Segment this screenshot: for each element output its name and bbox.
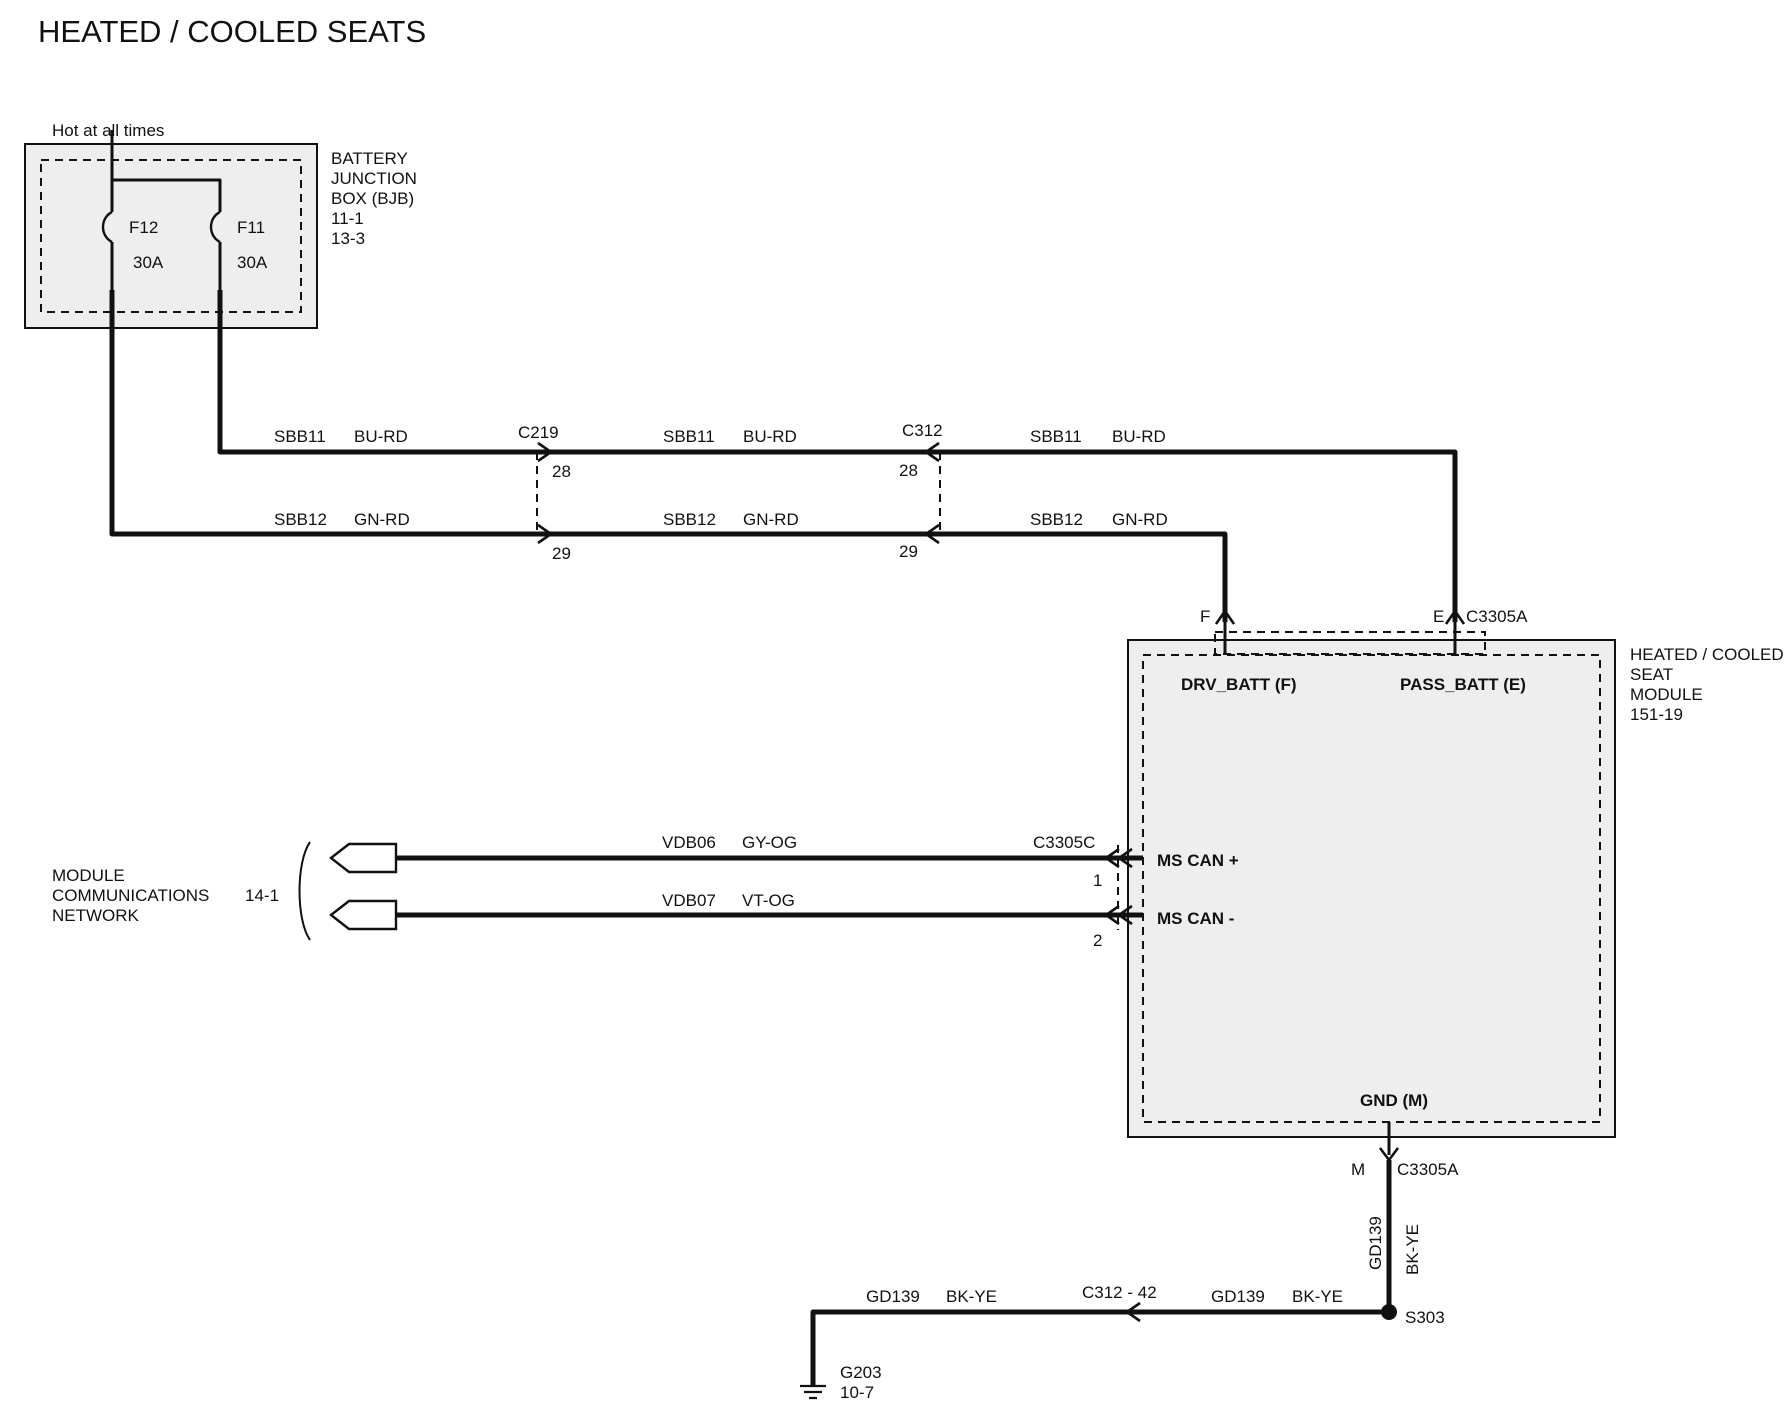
network-name-line-3: NETWORK [52, 906, 140, 925]
sbb12-color-3: GN-RD [1112, 510, 1168, 529]
module-name-line-1: HEATED / COOLED [1630, 645, 1784, 664]
can-bus-wires: VDB06 GY-OG VDB07 VT-OG C3305C 1 2 MODUL… [52, 833, 1143, 950]
seat-module: HEATED / COOLED SEAT MODULE 151-19 F E C… [1127, 607, 1784, 1138]
pass-batt-pin: PASS_BATT (E) [1400, 675, 1526, 694]
page-title: HEATED / COOLED SEATS [38, 14, 426, 49]
c3305a-top-label: C3305A [1466, 607, 1528, 626]
sbb11-label-2: SBB11 [663, 427, 715, 446]
splice-s303-dot [1381, 1304, 1397, 1320]
module-ref: 151-19 [1630, 705, 1683, 724]
pin-f-label: F [1200, 607, 1210, 626]
gd139-wire [810, 1160, 1392, 1386]
c3305c-pin-2: 2 [1093, 931, 1102, 950]
module-name-line-2: SEAT [1630, 665, 1673, 684]
bjb-name-line-1: BATTERY [331, 149, 408, 168]
pin-e-arrow [1444, 608, 1466, 625]
pin-f-arrow [1214, 608, 1236, 625]
network-name-line-2: COMMUNICATIONS [52, 886, 209, 905]
gd139-label-left: GD139 [866, 1287, 920, 1306]
bjb-bus [110, 130, 222, 212]
fuse-f11-rating: 30A [237, 253, 268, 272]
bjb-name-line-2: JUNCTION [331, 169, 417, 188]
c3305c-pin2-arrow [1103, 904, 1133, 926]
sbb11-label-1: SBB11 [274, 427, 326, 446]
c3305c-pin1-arrow [1103, 847, 1133, 869]
c219-pin28-arrow [537, 441, 554, 463]
vdb06-color: GY-OG [742, 833, 797, 852]
c312-pin29-arrow [923, 523, 940, 545]
ms-can-plus-pin: MS CAN + [1157, 851, 1239, 870]
fuse-leads [110, 242, 222, 290]
c312-pin-29: 29 [899, 542, 918, 561]
c3305c-pin-1: 1 [1093, 871, 1102, 890]
sbb11-label-3: SBB11 [1030, 427, 1082, 446]
gnd-pin: GND (M) [1360, 1091, 1428, 1110]
bjb-name-line-3: BOX (BJB) [331, 189, 414, 208]
c3305a-top-connector-outline [1214, 631, 1486, 655]
drv-batt-pin: DRV_BATT (F) [1181, 675, 1297, 694]
gd139-vertical-color: BK-YE [1403, 1224, 1422, 1275]
bjb-ref-line-2: 13-3 [331, 229, 365, 248]
sbb11-color-2: BU-RD [743, 427, 797, 446]
c312-pin-28: 28 [899, 461, 918, 480]
c312-42-arrow [1124, 1301, 1141, 1323]
fuse-f11-icon [209, 210, 221, 244]
network-name-line-1: MODULE [52, 866, 125, 885]
c312-label: C312 [902, 421, 943, 440]
ground-icon [800, 1384, 826, 1400]
pin-e-label: E [1433, 607, 1444, 626]
gd139-color-right: BK-YE [1292, 1287, 1343, 1306]
vdb07-color: VT-OG [742, 891, 795, 910]
module-name-line-3: MODULE [1630, 685, 1703, 704]
c3305c-label: C3305C [1033, 833, 1095, 852]
bjb-outline [24, 143, 318, 329]
c312-42-label: C312 - 42 [1082, 1283, 1157, 1302]
module-outline [1127, 639, 1616, 1138]
gd139-color-left: BK-YE [946, 1287, 997, 1306]
network-ref: 14-1 [245, 886, 279, 905]
pin-m-label: M [1351, 1160, 1365, 1179]
sbb11-color-1: BU-RD [354, 427, 408, 446]
gd139-vertical-label: GD139 [1366, 1216, 1385, 1270]
splice-s303-label: S303 [1405, 1308, 1445, 1327]
vdb07-label: VDB07 [662, 891, 716, 910]
battery-junction-box: Hot at all times BATTERY JUNCTION BOX (B… [24, 121, 417, 329]
fuse-f12-rating: 30A [133, 253, 164, 272]
sbb12-color-2: GN-RD [743, 510, 799, 529]
bjb-ref-line-1: 11-1 [331, 209, 364, 228]
c219-pin29-arrow [537, 523, 554, 545]
sbb12-color-1: GN-RD [354, 510, 410, 529]
sbb12-wire [109, 290, 1228, 622]
c3305a-bottom-label: C3305A [1397, 1160, 1459, 1179]
module-inner-dashed [1142, 654, 1601, 1123]
c312-pin28-arrow [923, 441, 940, 463]
can-plus-plug-icon [329, 842, 398, 874]
c219-label: C219 [518, 423, 559, 442]
c219-pin-29: 29 [552, 544, 571, 563]
ground-g203-label: G203 [840, 1363, 882, 1382]
c219-pin-28: 28 [552, 462, 571, 481]
network-brace [298, 841, 311, 941]
gd139-label-right: GD139 [1211, 1287, 1265, 1306]
power-wires: SBB11 BU-RD SBB11 BU-RD SBB11 BU-RD SBB1… [109, 290, 1458, 622]
vdb06-label: VDB06 [662, 833, 716, 852]
ground-circuit: M C3305A GD139 BK-YE GD139 BK-YE C312 - … [800, 1122, 1459, 1402]
module-top-pin-leads [1223, 622, 1457, 655]
fuse-f11-id: F11 [237, 218, 265, 237]
sbb12-label-3: SBB12 [1030, 510, 1083, 529]
sbb11-color-3: BU-RD [1112, 427, 1166, 446]
fuse-f12-id: F12 [129, 218, 158, 237]
fuse-f12-icon [101, 210, 113, 244]
sbb11-wire [217, 290, 1458, 622]
sbb12-label-2: SBB12 [663, 510, 716, 529]
bjb-inner-dashed [40, 159, 302, 313]
ground-ref: 10-7 [840, 1383, 874, 1402]
sbb12-label-1: SBB12 [274, 510, 327, 529]
ms-can-minus-pin: MS CAN - [1157, 909, 1234, 928]
can-minus-plug-icon [329, 899, 398, 931]
hot-at-all-times-label: Hot at all times [52, 121, 164, 140]
